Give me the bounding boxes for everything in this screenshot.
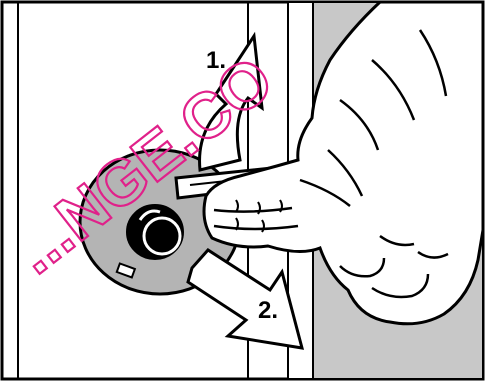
step-label-2: 2. — [258, 297, 278, 324]
lock-knob-ring — [144, 218, 180, 254]
step-label-1: 1. — [206, 47, 226, 74]
